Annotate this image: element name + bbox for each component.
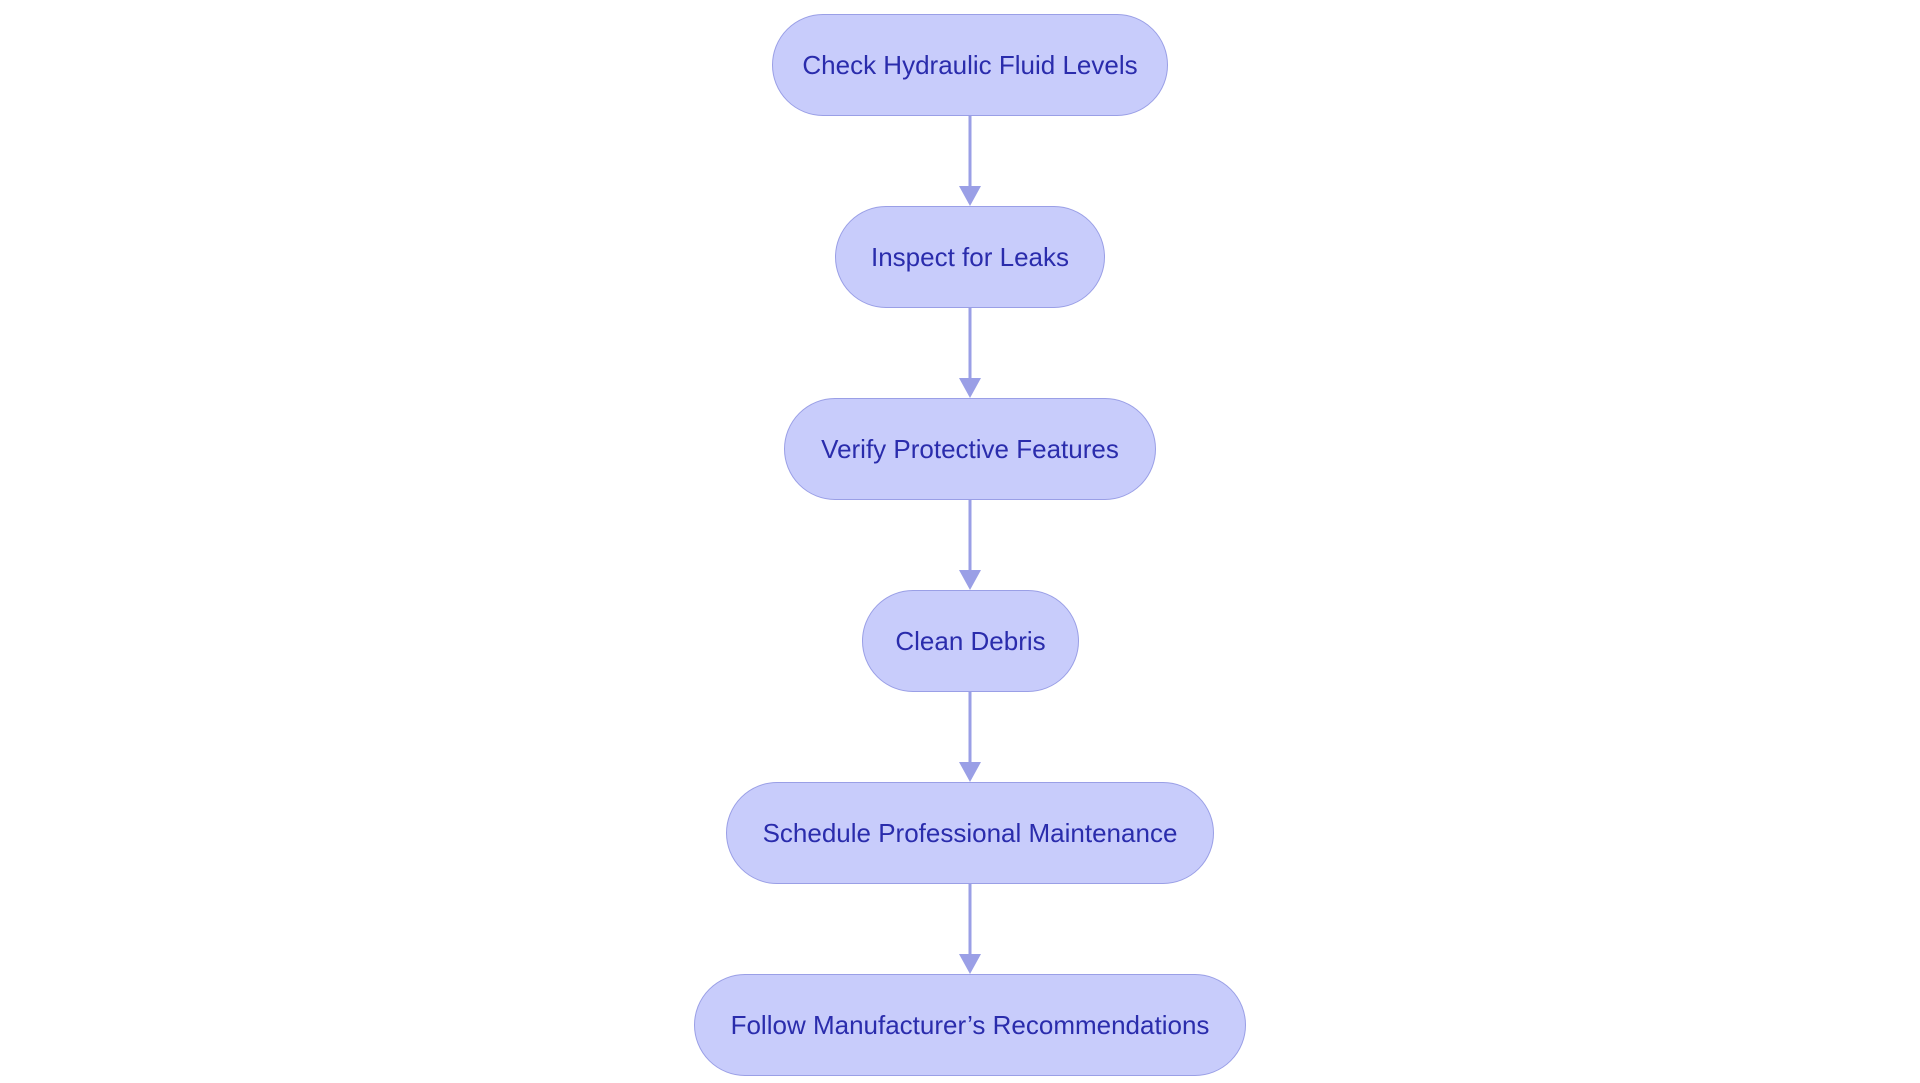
- edge-n3-n4: [959, 500, 981, 590]
- edge-n5-n6: [959, 884, 981, 974]
- node-inspect-for-leaks: Inspect for Leaks: [835, 206, 1105, 308]
- node-follow-manufacturers-recommendations: Follow Manufacturer’s Recommendations: [694, 974, 1246, 1076]
- node-clean-debris: Clean Debris: [862, 590, 1079, 692]
- node-label: Follow Manufacturer’s Recommendations: [730, 1009, 1210, 1040]
- node-label: Inspect for Leaks: [871, 241, 1069, 272]
- node-label: Schedule Professional Maintenance: [762, 817, 1178, 848]
- node-label: Check Hydraulic Fluid Levels: [802, 49, 1138, 80]
- node-verify-protective-features: Verify Protective Features: [784, 398, 1156, 500]
- node-schedule-professional-maintenance: Schedule Professional Maintenance: [726, 782, 1214, 884]
- node-label: Verify Protective Features: [821, 433, 1119, 464]
- node-label: Clean Debris: [895, 625, 1046, 656]
- node-check-hydraulic-fluid-levels: Check Hydraulic Fluid Levels: [772, 14, 1168, 116]
- edge-n4-n5: [959, 692, 981, 782]
- edge-n2-n3: [959, 308, 981, 398]
- edge-n1-n2: [959, 116, 981, 206]
